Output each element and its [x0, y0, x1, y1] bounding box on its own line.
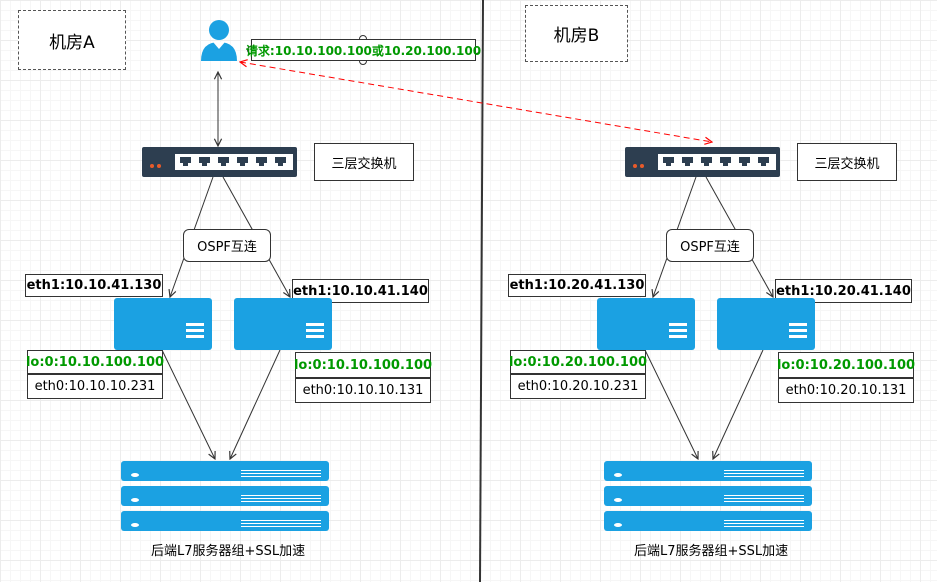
- request-path-arrow: [240, 62, 712, 142]
- room-b-label: 机房B: [525, 5, 628, 62]
- lb2-lo-b: lo:0:10.20.100.100: [777, 352, 915, 378]
- ospf-label-a: OSPF互连: [183, 229, 271, 262]
- network-switch-icon: [142, 147, 297, 177]
- user-icon: [201, 20, 237, 61]
- lb2-lo-a: lo:0:10.10.100.100: [294, 352, 432, 378]
- lb1-backend-link-b: [644, 349, 698, 459]
- lb1-backend-link-a: [161, 349, 215, 459]
- server-icon: [114, 298, 212, 350]
- room-a-label: 机房A: [18, 10, 126, 70]
- lb2-eth0-a: eth0:10.10.10.131: [295, 378, 431, 403]
- backend-label-b: 后端L7服务器组+SSL加速: [634, 544, 789, 559]
- network-switch-icon: [625, 147, 780, 177]
- lb1-eth1-a: eth1:10.10.41.130: [25, 274, 163, 297]
- ospf-label-b: OSPF互连: [666, 229, 754, 262]
- server-rack-icon: [121, 461, 329, 531]
- lb1-eth0-a: eth0:10.10.10.231: [27, 374, 163, 399]
- lb2-backend-link-b: [713, 349, 764, 459]
- switch-label-a: 三层交换机: [314, 143, 414, 181]
- lb1-eth1-b: eth1:10.20.41.130: [508, 274, 646, 297]
- server-icon: [597, 298, 695, 350]
- lb2-backend-link-a: [230, 349, 281, 459]
- lb2-eth0-b: eth0:10.20.10.131: [778, 378, 914, 403]
- lb1-lo-b: lo:0:10.20.100.100: [509, 350, 647, 374]
- lb1-lo-a: lo:0:10.10.100.100: [26, 350, 164, 374]
- lb1-eth0-b: eth0:10.20.10.231: [510, 374, 646, 399]
- room-divider: [479, 0, 484, 582]
- lb2-eth1-a: eth1:10.10.41.140: [292, 279, 429, 303]
- server-rack-icon: [604, 461, 812, 531]
- server-icon: [717, 298, 815, 350]
- backend-label-a: 后端L7服务器组+SSL加速: [151, 544, 306, 559]
- server-icon: [234, 298, 332, 350]
- switch-label-b: 三层交换机: [797, 143, 897, 181]
- lb2-eth1-b: eth1:10.20.41.140: [775, 279, 912, 303]
- request-label: 请求:10.10.100.100或10.20.100.100: [246, 39, 481, 61]
